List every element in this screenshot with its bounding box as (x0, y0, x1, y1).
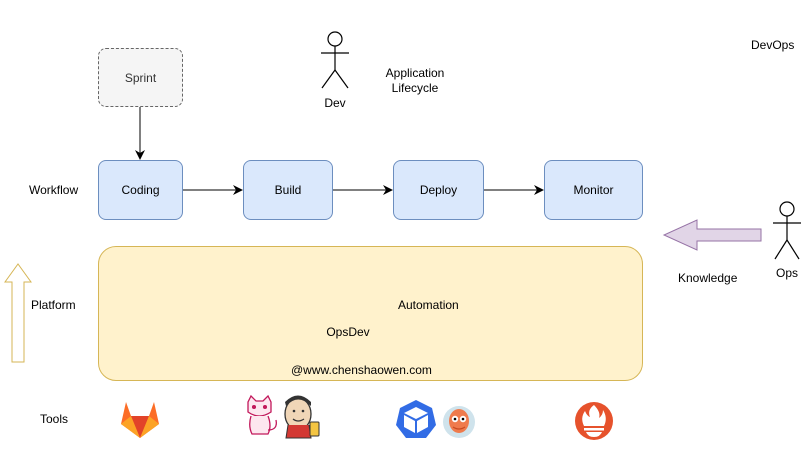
automation-label: Automation (398, 298, 459, 312)
monitor-label: Monitor (573, 183, 614, 197)
ops-actor-label: Ops (775, 266, 798, 280)
platform-lane-label: Platform (31, 298, 76, 312)
application-text: Application (385, 66, 445, 80)
coding-label: Coding (121, 183, 160, 197)
lifecycle-text: Lifecycle (391, 81, 439, 95)
deploy-label: Deploy (419, 183, 458, 197)
diagram-title: DevOps (751, 38, 795, 52)
kubernetes-icon (396, 400, 436, 438)
watermark-text: @www.chenshaowen.com (291, 363, 432, 377)
knowledge-arrow (662, 219, 762, 251)
deploy-node[interactable]: Deploy (393, 160, 484, 220)
tools-lane-label: Tools (40, 412, 69, 426)
gitlab-icon (121, 402, 159, 438)
build-label: Build (274, 183, 302, 197)
jenkins-icon (284, 395, 320, 439)
sprint-label: Sprint (124, 70, 157, 85)
ops-actor-icon (773, 201, 801, 260)
dev-actor-label: Dev (324, 96, 346, 110)
build-node[interactable]: Build (243, 160, 333, 220)
dev-actor-icon (321, 31, 349, 89)
sprint-node[interactable]: Sprint (98, 48, 183, 107)
application-lifecycle-label: Application Lifecycle (375, 66, 455, 96)
platform-up-arrow (4, 263, 32, 363)
gitlab-cat-icon (247, 394, 277, 435)
platform-container[interactable] (98, 246, 643, 381)
workflow-lane-label: Workflow (29, 183, 79, 197)
coding-node[interactable]: Coding (98, 160, 183, 220)
argo-icon (443, 406, 475, 438)
knowledge-label: Knowledge (678, 271, 738, 285)
monitor-node[interactable]: Monitor (544, 160, 643, 220)
prometheus-icon (575, 402, 613, 440)
opsdev-actor-label: OpsDev (326, 325, 370, 339)
